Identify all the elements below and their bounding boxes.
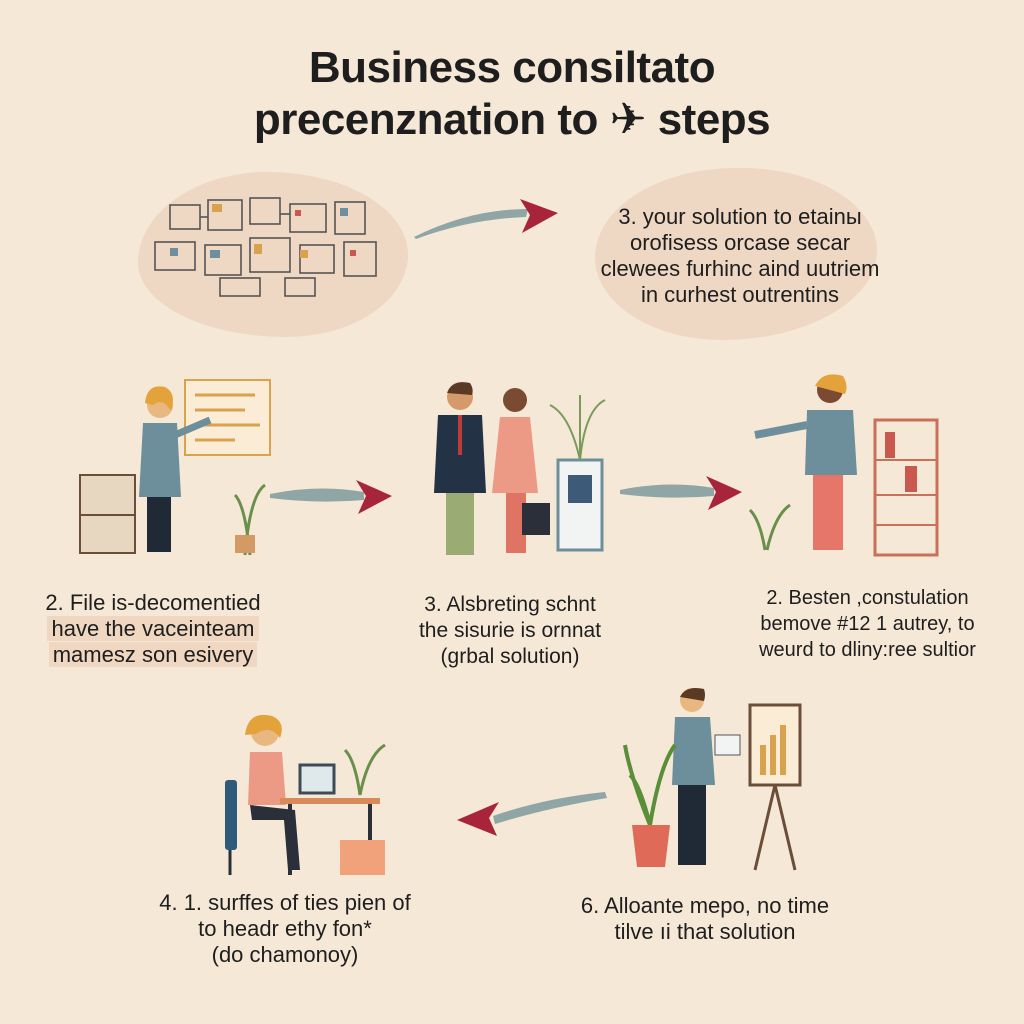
arrow-bottom [457,792,607,836]
blueprint-blob [138,172,408,337]
arrow-middle-left [270,480,392,514]
step-text-line: (grbal solution) [440,645,580,668]
consultant-with-shelf-illustration [748,374,939,557]
page-title-line-1: Business consiltato [308,43,716,92]
step-text-line: have the vaceinteam [47,616,259,641]
step-caption-bottom-left: 4. 1. surffes of ties pien of to headr e… [130,890,440,968]
step-text-line: 2. Besten ,constulation [766,587,969,609]
step-text-line: weurd to dliny:ree sultior [759,639,976,661]
step-text-blob-top-right [595,168,877,340]
woman-at-laptop-illustration [225,714,386,875]
office-plan-illustration [154,197,377,297]
step-text-line: bemove #12 1 autrey, to [760,613,975,635]
arrow-middle-right [620,476,742,510]
presenter-with-board-illustration [79,379,271,556]
step-text-line: orofisess orcase secar [629,230,851,255]
arrow-top [414,199,558,239]
step-text-line: to headr ethy fon* [198,916,372,941]
two-consultants-illustration [434,382,606,555]
step-text-line: (do chamonoy) [211,942,359,967]
step-text-line: the sisurie is ornnat [418,619,602,642]
step-caption-mid-right: 2. Besten ,constulation bemove #12 1 aut… [720,585,1015,663]
man-at-easel-illustration [623,688,802,871]
step-text-line: 3. Alsbreting schnt [424,593,596,616]
step-text-line: 2. File is-decomentied [45,590,261,615]
page-title-line-2: precenznation to ✈ steps [253,95,771,144]
step-text-line: 6. Alloante mepo, no time [580,893,830,918]
step-caption-bottom-right: 6. Alloante mepo, no time tilve ıi that … [555,893,855,945]
step-text-line: in curhest outrentins [640,282,840,307]
step-text-line: clewees furhinc aind uutriem [600,256,880,281]
step-text-line: 3. your solution to etainы [618,204,862,229]
step-text-line: tilve ıi that solution [614,919,796,944]
step-caption-mid-center: 3. Alsbreting schnt the sisurie is ornna… [390,592,630,670]
step-text-line: 4. 1. surffes of ties pien of [159,890,411,915]
step-text-line: mamesz son esivery [48,642,258,667]
step-caption-top-right: 3. your solution to etainы orofisess orc… [560,204,920,308]
step-caption-mid-left: 2. File is-decomentied have the vaceinte… [18,590,288,668]
